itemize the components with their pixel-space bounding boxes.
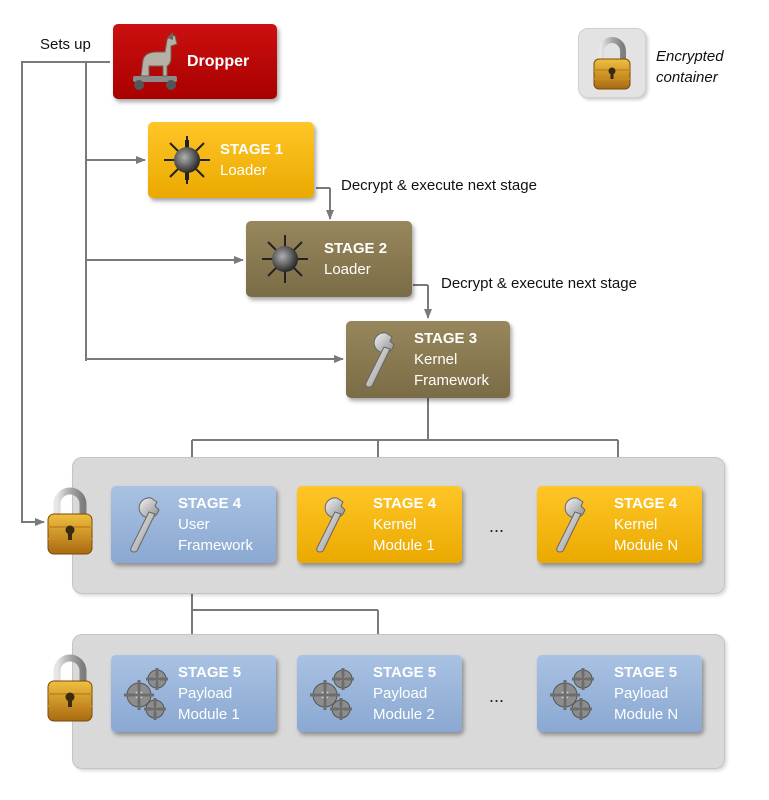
- stage4-ellipsis: ...: [489, 516, 505, 536]
- stage2-line1: Loader: [324, 261, 371, 278]
- padlock-icon: [47, 487, 93, 555]
- stage5-0-line2: Module 1: [178, 706, 240, 723]
- wrench-icon: [130, 497, 160, 553]
- stage4-0-title: STAGE 4: [178, 495, 242, 512]
- stage5-2-line2: Module N: [614, 706, 679, 723]
- padlock-icon: [593, 37, 631, 90]
- stage4-2-line1: Kernel: [614, 516, 658, 533]
- legend-line2: container: [656, 69, 718, 86]
- stage2-text: STAGE 2 Loader: [324, 221, 387, 297]
- dropper-label: Dropper: [187, 53, 250, 70]
- stage1-title: STAGE 1: [220, 141, 284, 158]
- stage4-1-title: STAGE 4: [373, 495, 437, 512]
- stage5-1-line2: Module 2: [373, 706, 435, 723]
- wrench-icon: [316, 497, 346, 553]
- padlock-icon: [47, 654, 93, 722]
- stage2-box: STAGE 2 Loader: [246, 221, 412, 297]
- stage4-1-line1: Kernel: [373, 516, 417, 533]
- stage5-payload-module-1-box: STAGE 5 Payload Module 1: [111, 655, 276, 732]
- sets-up-label: Sets up: [40, 36, 91, 53]
- stage1-box: STAGE 1 Loader: [148, 122, 314, 198]
- stage5-0-title: STAGE 5: [178, 664, 242, 681]
- stage4-2-line2: Module N: [614, 537, 679, 554]
- stage4-kernel-module-1-box: STAGE 4 Kernel Module 1: [297, 486, 462, 563]
- stage5-0-text: STAGE 5 Payload Module 1: [178, 655, 241, 732]
- decrypt-label-2: Decrypt & execute next stage: [441, 275, 637, 292]
- stage5-1-title: STAGE 5: [373, 664, 437, 681]
- stage3-line1: Kernel: [414, 351, 458, 368]
- gears-icon: [310, 668, 354, 720]
- stage4-0-text: STAGE 4 User Framework: [178, 486, 253, 563]
- stage5-1-line1: Payload: [373, 685, 428, 702]
- wrench-icon: [556, 497, 586, 553]
- stage3-line2: Framework: [414, 372, 490, 389]
- stage3-box: STAGE 3 Kernel Framework: [346, 321, 510, 398]
- wrench-icon: [365, 332, 395, 388]
- stage1-text: STAGE 1 Loader: [220, 122, 283, 198]
- legend-text: Encrypted container: [656, 46, 724, 88]
- stage4-user-framework-box: STAGE 4 User Framework: [111, 486, 276, 563]
- stage5-2-title: STAGE 5: [614, 664, 678, 681]
- stage1-line1: Loader: [220, 162, 267, 179]
- stage5-2-text: STAGE 5 Payload Module N: [614, 655, 678, 732]
- stage4-1-line2: Module 1: [373, 537, 435, 554]
- stage5-payload-module-2-box: STAGE 5 Payload Module 2: [297, 655, 462, 732]
- stage4-0-line1: User: [178, 516, 210, 533]
- legend-line1: Encrypted: [656, 48, 724, 65]
- stage5-2-line1: Payload: [614, 685, 669, 702]
- dropper-box: Dropper: [113, 24, 277, 99]
- decrypt-label-1: Decrypt & execute next stage: [341, 177, 537, 194]
- stage5-payload-module-n-box: STAGE 5 Payload Module N: [537, 655, 702, 732]
- gears-icon: [124, 668, 168, 720]
- stage4-kernel-module-n-box: STAGE 4 Kernel Module N: [537, 486, 702, 563]
- stage3-title: STAGE 3: [414, 330, 478, 347]
- stage4-2-title: STAGE 4: [614, 495, 678, 512]
- spiked-mine-icon: [164, 136, 210, 184]
- stage4-1-text: STAGE 4 Kernel Module 1: [373, 486, 436, 563]
- spiked-mine-icon: [262, 235, 308, 283]
- gears-icon: [550, 668, 594, 720]
- stage2-title: STAGE 2: [324, 240, 388, 257]
- stage5-1-text: STAGE 5 Payload Module 2: [373, 655, 436, 732]
- stage4-2-text: STAGE 4 Kernel Module N: [614, 486, 678, 563]
- stage5-ellipsis: ...: [489, 686, 505, 706]
- stage5-0-line1: Payload: [178, 685, 233, 702]
- legend-lock-box: [578, 28, 646, 98]
- trojan-horse-icon: [133, 32, 178, 90]
- stage3-text: STAGE 3 Kernel Framework: [414, 321, 489, 398]
- stage4-0-line2: Framework: [178, 537, 254, 554]
